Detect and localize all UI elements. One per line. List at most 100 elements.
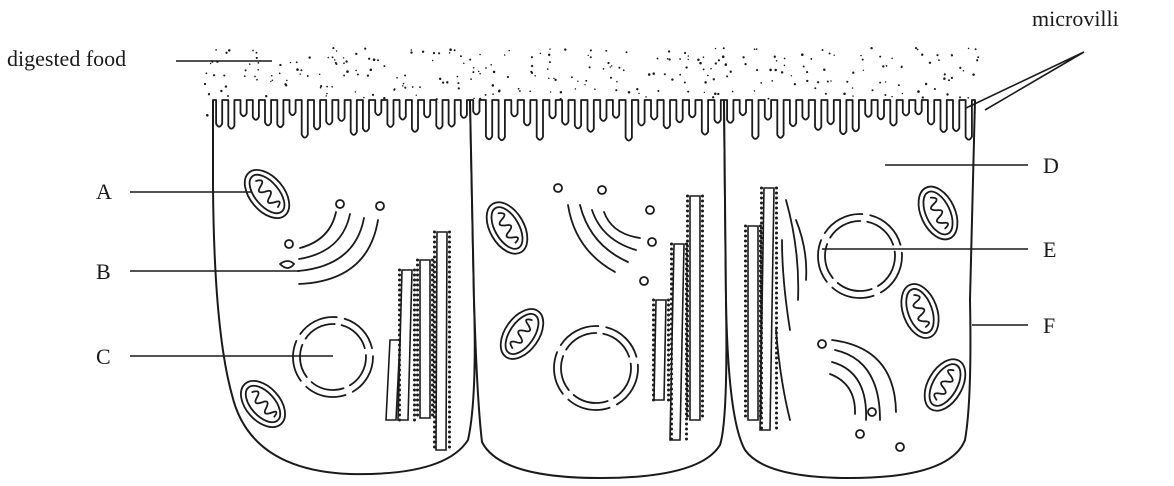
food-particle	[534, 75, 536, 77]
ribosome	[701, 250, 704, 253]
label-B: B	[96, 259, 111, 284]
food-particle	[285, 84, 287, 86]
ribosome	[448, 316, 451, 319]
food-particle	[588, 55, 589, 56]
food-particle	[210, 63, 211, 64]
ribosome	[759, 230, 762, 233]
ribosome	[775, 337, 778, 340]
ribosome	[448, 281, 451, 284]
ribosome	[398, 284, 401, 287]
ribosome	[685, 428, 688, 431]
ribosome	[667, 364, 670, 367]
food-particle	[938, 59, 940, 61]
ribosome	[398, 404, 401, 407]
food-particle	[679, 58, 681, 60]
food-particle	[553, 78, 555, 80]
ribosome	[759, 375, 762, 378]
ribosome	[775, 382, 778, 385]
ribosome	[448, 406, 451, 409]
food-particle	[485, 94, 487, 96]
ribosome	[701, 335, 704, 338]
ribosome	[686, 215, 689, 218]
food-particle	[334, 59, 336, 61]
ribosome	[413, 384, 416, 387]
ribosome	[667, 354, 670, 357]
ribosome	[431, 319, 434, 322]
ribosome	[670, 388, 673, 391]
ribosome	[670, 393, 673, 396]
ribosome	[744, 340, 747, 343]
ribosome	[760, 212, 763, 215]
food-particle	[265, 95, 267, 97]
ribosome	[775, 247, 778, 250]
ribosome	[670, 253, 673, 256]
ribosome	[685, 318, 688, 321]
food-particle	[607, 62, 609, 64]
ribosome	[416, 269, 419, 272]
ribosome	[448, 256, 451, 259]
ribosome	[416, 384, 419, 387]
ribosome	[775, 387, 778, 390]
food-particle	[886, 65, 888, 67]
food-particle	[742, 56, 744, 58]
ribosome	[685, 313, 688, 316]
food-particle	[863, 70, 864, 71]
ribosome	[744, 275, 747, 278]
ribosome	[448, 286, 451, 289]
food-particle	[823, 69, 825, 71]
ribosome	[701, 285, 704, 288]
ribosome	[398, 414, 401, 417]
ribosome	[398, 359, 401, 362]
food-particle	[473, 98, 475, 100]
ribosome	[652, 339, 655, 342]
food-particle	[715, 48, 716, 49]
ribosome	[744, 350, 747, 353]
food-particle	[688, 55, 690, 57]
ribosome	[431, 399, 434, 402]
ribosome	[670, 263, 673, 266]
ribosome	[685, 243, 688, 246]
ribosome	[685, 278, 688, 281]
ribosome	[775, 237, 778, 240]
food-particle	[215, 49, 217, 51]
food-particle	[615, 89, 617, 91]
ribosome	[670, 423, 673, 426]
label-D: D	[1043, 153, 1059, 178]
food-particle	[336, 50, 338, 52]
food-particle	[628, 91, 631, 94]
ribosome	[448, 306, 451, 309]
food-particle	[977, 56, 979, 58]
food-particle	[801, 53, 804, 56]
ribosome	[448, 291, 451, 294]
ribosome	[667, 369, 670, 372]
food-particle	[871, 89, 873, 91]
ribosome	[416, 319, 419, 322]
ribosome	[744, 365, 747, 368]
ribosome	[652, 304, 655, 307]
food-particle	[768, 98, 770, 100]
ribosome	[744, 355, 747, 358]
ribosome	[448, 436, 451, 439]
food-particle	[228, 49, 231, 52]
ribosome	[413, 309, 416, 312]
ribosome	[416, 289, 419, 292]
ribosome	[701, 400, 704, 403]
ribosome	[398, 349, 401, 352]
ribosome	[448, 331, 451, 334]
food-particle	[610, 66, 611, 67]
food-particle	[860, 55, 862, 57]
ribosome	[775, 192, 778, 195]
ribosome	[413, 419, 416, 422]
ribosome	[652, 324, 655, 327]
food-particle	[320, 85, 322, 87]
ribosome	[398, 314, 401, 317]
ribosome	[431, 274, 434, 277]
ribosome	[759, 370, 762, 373]
ribosome	[685, 273, 688, 276]
ribosome	[413, 354, 416, 357]
ribosome	[775, 262, 778, 265]
food-particle	[822, 49, 824, 51]
ribosome	[448, 236, 451, 239]
food-particle	[270, 81, 271, 82]
ribosome	[759, 395, 762, 398]
